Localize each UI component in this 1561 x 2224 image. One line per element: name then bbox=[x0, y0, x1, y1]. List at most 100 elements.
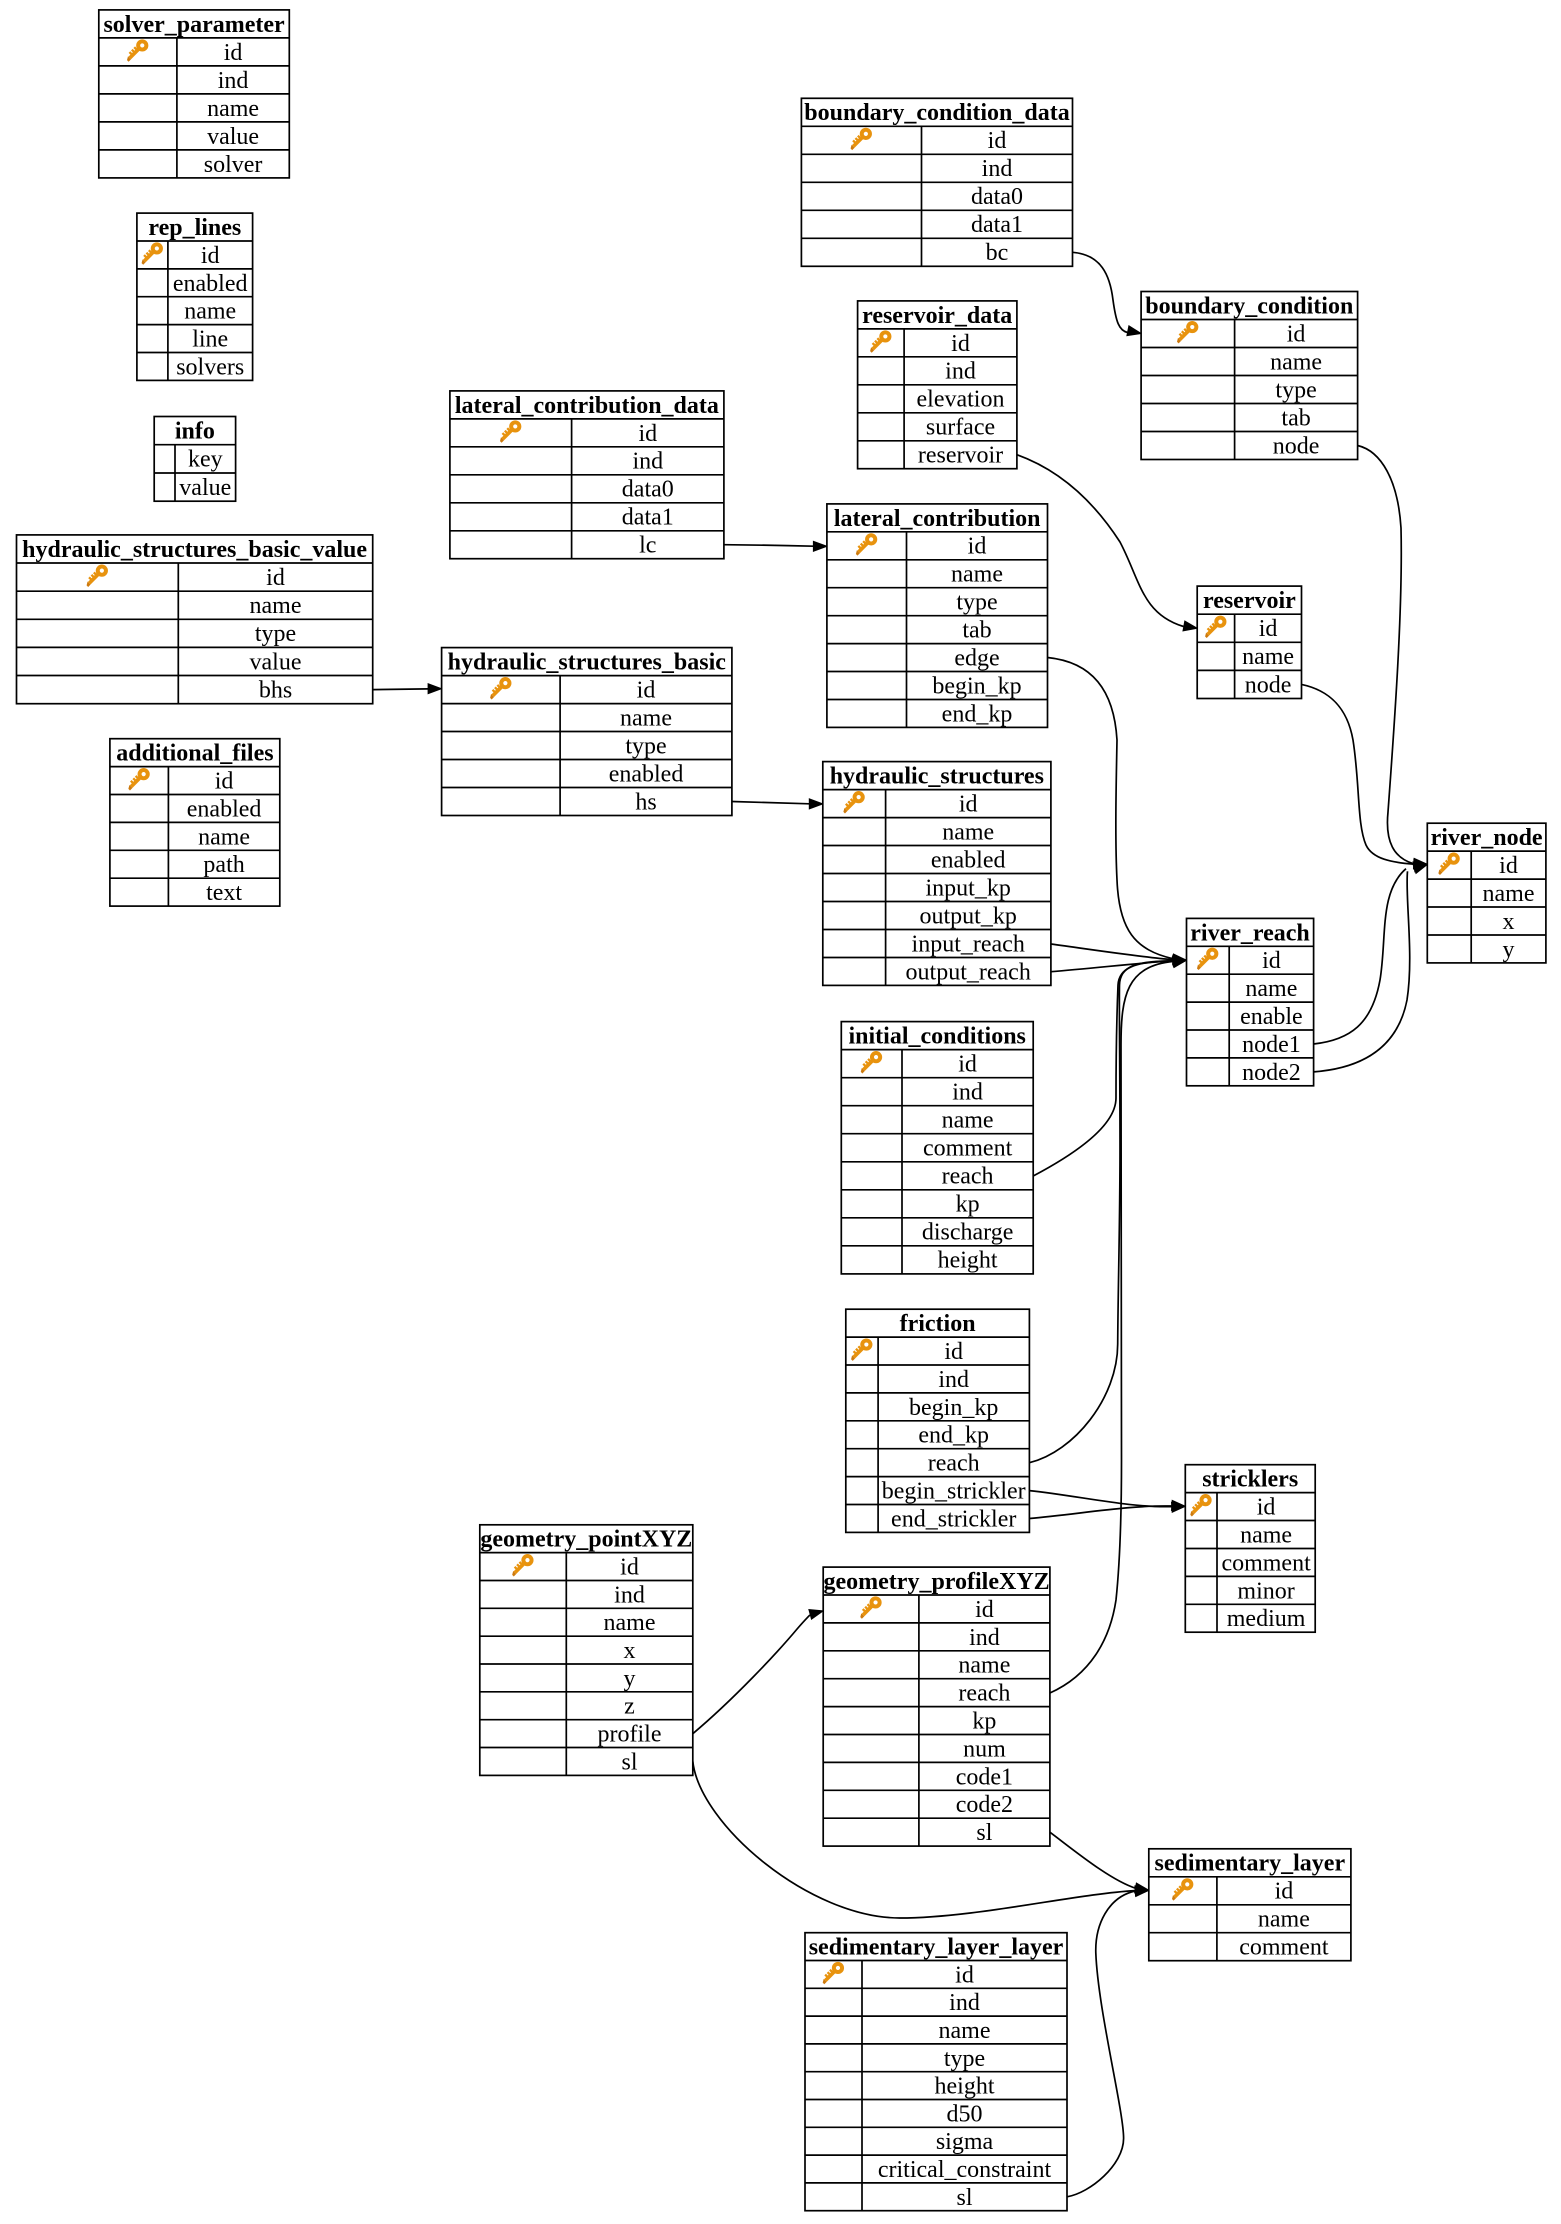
svg-text:info: info bbox=[175, 418, 215, 444]
svg-text:friction: friction bbox=[900, 1311, 976, 1337]
svg-text:data1: data1 bbox=[622, 505, 674, 531]
svg-text:height: height bbox=[938, 1248, 998, 1274]
svg-text:name: name bbox=[1270, 349, 1322, 375]
svg-text:name: name bbox=[951, 562, 1003, 588]
svg-text:type: type bbox=[944, 2046, 985, 2072]
svg-text:name: name bbox=[1245, 976, 1297, 1002]
svg-text:sl: sl bbox=[956, 2185, 972, 2211]
svg-text:name: name bbox=[198, 824, 250, 850]
svg-text:sedimentary_layer: sedimentary_layer bbox=[1154, 1851, 1345, 1877]
svg-text:lc: lc bbox=[639, 533, 656, 559]
svg-text:node: node bbox=[1245, 672, 1292, 698]
svg-text:input_reach: input_reach bbox=[912, 931, 1025, 957]
svg-text:id: id bbox=[266, 565, 285, 591]
svg-text:reach: reach bbox=[928, 1451, 980, 1477]
svg-text:id: id bbox=[637, 678, 656, 704]
svg-text:y: y bbox=[624, 1666, 636, 1692]
svg-text:name: name bbox=[942, 820, 994, 846]
svg-text:minor: minor bbox=[1237, 1578, 1294, 1604]
svg-text:id: id bbox=[215, 769, 234, 795]
svg-text:id: id bbox=[1259, 616, 1278, 642]
svg-text:hs: hs bbox=[635, 789, 656, 815]
svg-text:geometry_pointXYZ: geometry_pointXYZ bbox=[480, 1527, 692, 1553]
svg-text:code1: code1 bbox=[956, 1764, 1013, 1790]
svg-text:line: line bbox=[192, 327, 228, 353]
svg-text:name: name bbox=[942, 1108, 994, 1134]
svg-text:comment: comment bbox=[1239, 1935, 1329, 1961]
svg-text:hydraulic_structures_basic: hydraulic_structures_basic bbox=[448, 650, 727, 676]
svg-text:end_strickler: end_strickler bbox=[891, 1506, 1016, 1532]
svg-text:value: value bbox=[250, 649, 302, 675]
svg-text:num: num bbox=[963, 1736, 1006, 1762]
svg-text:enabled: enabled bbox=[931, 847, 1006, 873]
svg-text:edge: edge bbox=[954, 646, 999, 672]
svg-text:value: value bbox=[207, 124, 259, 150]
svg-text:x: x bbox=[1503, 909, 1515, 935]
svg-text:name: name bbox=[620, 706, 672, 732]
svg-text:name: name bbox=[184, 299, 236, 325]
svg-text:type: type bbox=[1275, 377, 1316, 403]
svg-text:id: id bbox=[958, 1052, 977, 1078]
svg-text:id: id bbox=[951, 331, 970, 357]
svg-text:ind: ind bbox=[614, 1582, 645, 1608]
svg-text:text: text bbox=[206, 880, 242, 906]
svg-text:id: id bbox=[1499, 853, 1518, 879]
svg-text:input_kp: input_kp bbox=[926, 875, 1011, 901]
svg-text:reach: reach bbox=[958, 1681, 1010, 1707]
svg-text:id: id bbox=[620, 1555, 639, 1581]
svg-text:sl: sl bbox=[621, 1749, 637, 1775]
svg-text:hydraulic_structures: hydraulic_structures bbox=[830, 764, 1044, 790]
svg-text:id: id bbox=[1275, 1879, 1294, 1905]
svg-text:tab: tab bbox=[1281, 405, 1310, 431]
svg-text:reservoir_data: reservoir_data bbox=[862, 303, 1012, 329]
svg-text:tab: tab bbox=[962, 618, 991, 644]
svg-text:comment: comment bbox=[1221, 1550, 1311, 1576]
svg-text:end_kp: end_kp bbox=[942, 701, 1013, 727]
svg-text:reservoir: reservoir bbox=[918, 443, 1003, 469]
svg-text:hydraulic_structures_basic_val: hydraulic_structures_basic_value bbox=[22, 537, 367, 563]
svg-text:ind: ind bbox=[632, 449, 663, 475]
svg-text:id: id bbox=[1262, 948, 1281, 974]
svg-text:id: id bbox=[988, 128, 1007, 154]
svg-text:sigma: sigma bbox=[936, 2129, 994, 2155]
svg-text:river_reach: river_reach bbox=[1190, 920, 1310, 946]
svg-text:boundary_condition: boundary_condition bbox=[1145, 293, 1353, 319]
svg-text:id: id bbox=[944, 1339, 963, 1365]
svg-text:critical_constraint: critical_constraint bbox=[878, 2157, 1052, 2183]
svg-text:node2: node2 bbox=[1242, 1060, 1301, 1086]
svg-text:ind: ind bbox=[982, 156, 1013, 182]
svg-text:id: id bbox=[955, 1962, 974, 1988]
svg-text:ind: ind bbox=[938, 1367, 969, 1393]
svg-text:id: id bbox=[1257, 1495, 1276, 1521]
svg-text:id: id bbox=[201, 243, 220, 269]
svg-text:sl: sl bbox=[976, 1820, 992, 1846]
svg-text:begin_strickler: begin_strickler bbox=[882, 1479, 1026, 1505]
svg-text:ind: ind bbox=[969, 1625, 1000, 1651]
svg-text:id: id bbox=[975, 1597, 994, 1623]
svg-text:node1: node1 bbox=[1242, 1032, 1301, 1058]
svg-text:enable: enable bbox=[1240, 1004, 1303, 1030]
svg-text:value: value bbox=[179, 475, 231, 501]
svg-text:comment: comment bbox=[923, 1136, 1013, 1162]
svg-text:ind: ind bbox=[218, 68, 249, 94]
svg-text:name: name bbox=[604, 1610, 656, 1636]
svg-text:ind: ind bbox=[945, 359, 976, 385]
svg-text:node: node bbox=[1273, 433, 1320, 459]
svg-text:data0: data0 bbox=[971, 184, 1023, 210]
svg-text:geometry_profileXYZ: geometry_profileXYZ bbox=[824, 1569, 1050, 1595]
svg-text:discharge: discharge bbox=[922, 1220, 1014, 1246]
svg-text:key: key bbox=[188, 447, 223, 473]
svg-text:end_kp: end_kp bbox=[918, 1423, 989, 1449]
svg-text:solvers: solvers bbox=[176, 354, 244, 380]
svg-text:output_kp: output_kp bbox=[920, 903, 1017, 929]
svg-text:name: name bbox=[1483, 881, 1535, 907]
svg-text:begin_kp: begin_kp bbox=[909, 1395, 998, 1421]
svg-text:x: x bbox=[624, 1638, 636, 1664]
svg-text:z: z bbox=[624, 1694, 635, 1720]
svg-text:name: name bbox=[939, 2018, 991, 2044]
svg-text:surface: surface bbox=[926, 415, 995, 441]
svg-text:bhs: bhs bbox=[259, 677, 292, 703]
svg-text:begin_kp: begin_kp bbox=[932, 673, 1021, 699]
svg-text:data1: data1 bbox=[971, 212, 1023, 238]
svg-text:name: name bbox=[207, 96, 259, 122]
